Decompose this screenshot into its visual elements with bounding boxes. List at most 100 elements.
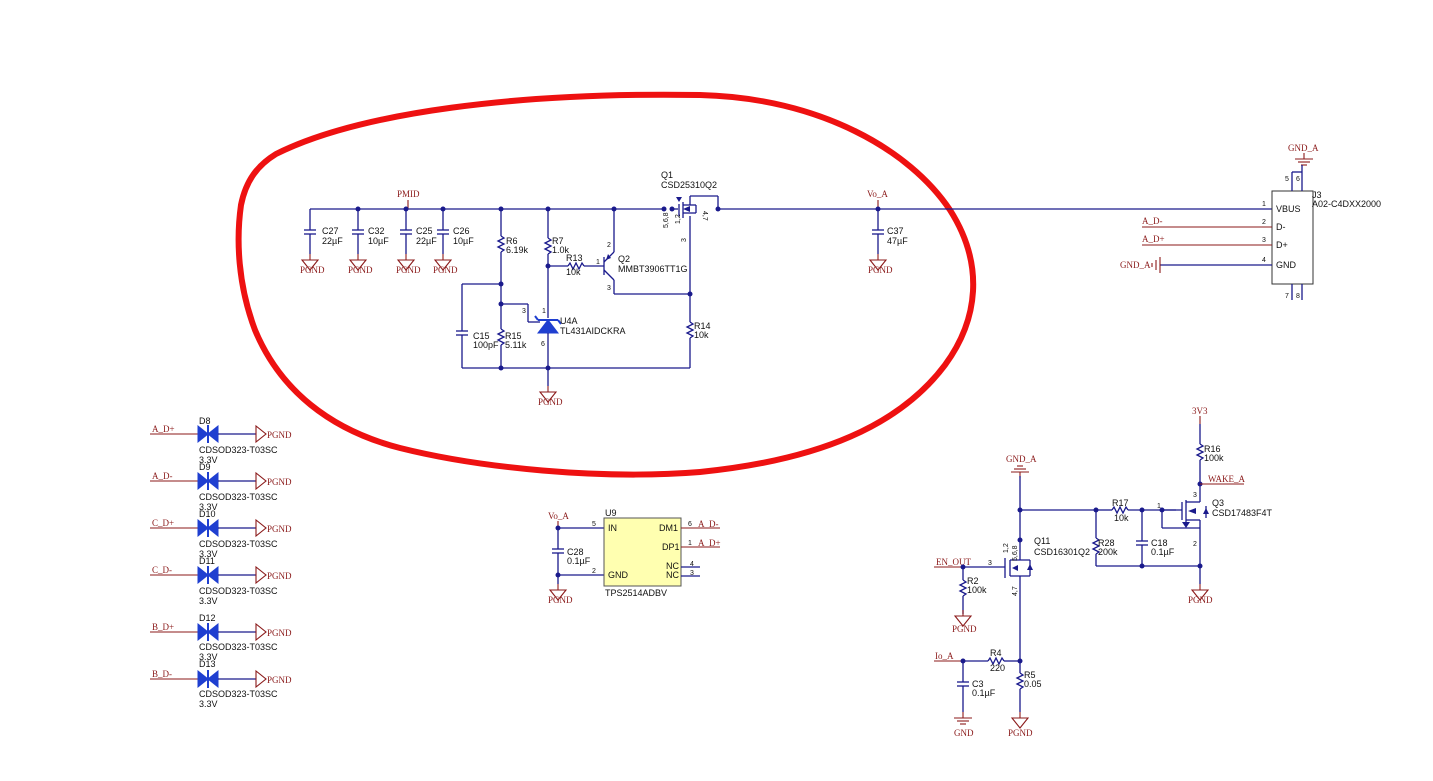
svg-text:0.05: 0.05	[1024, 679, 1042, 689]
svg-text:R5: R5	[1024, 670, 1036, 680]
svg-text:100k: 100k	[967, 585, 987, 595]
svg-text:R4: R4	[990, 648, 1002, 658]
svg-text:3: 3	[1262, 237, 1266, 244]
svg-text:4,7: 4,7	[1012, 586, 1019, 596]
svg-text:8: 8	[1296, 293, 1300, 300]
svg-text:3: 3	[690, 570, 694, 577]
svg-text:R17: R17	[1112, 498, 1129, 508]
svg-text:5.11k: 5.11k	[505, 340, 527, 350]
svg-text:C_D+: C_D+	[152, 518, 174, 528]
svg-text:A_D+: A_D+	[152, 424, 175, 434]
svg-text:C3: C3	[972, 679, 984, 689]
svg-text:NC: NC	[666, 561, 679, 571]
svg-text:22µF: 22µF	[416, 236, 437, 246]
svg-text:3.3V: 3.3V	[199, 699, 218, 709]
svg-text:PGND: PGND	[868, 265, 893, 275]
svg-text:Q1: Q1	[661, 170, 673, 180]
svg-text:1,2: 1,2	[1003, 543, 1010, 553]
svg-text:10µF: 10µF	[453, 236, 474, 246]
svg-text:CDSOD323-T03SC: CDSOD323-T03SC	[199, 492, 278, 502]
svg-text:A_D+: A_D+	[698, 538, 721, 548]
svg-text:6.19k: 6.19k	[506, 245, 529, 255]
svg-text:B_D+: B_D+	[152, 622, 174, 632]
svg-text:CSD17483F4T: CSD17483F4T	[1212, 508, 1273, 518]
svg-text:PGND: PGND	[267, 430, 292, 440]
svg-text:PGND: PGND	[1008, 728, 1033, 738]
svg-text:D+: D+	[1276, 240, 1288, 250]
svg-text:CDSOD323-T03SC: CDSOD323-T03SC	[199, 586, 278, 596]
svg-text:0.1µF: 0.1µF	[1151, 547, 1175, 557]
svg-text:1,2: 1,2	[675, 214, 682, 224]
svg-text:3: 3	[1193, 492, 1197, 499]
svg-text:PGND: PGND	[267, 675, 292, 685]
svg-text:TL431AIDCKRA: TL431AIDCKRA	[560, 326, 626, 336]
svg-text:CSD25310Q2: CSD25310Q2	[661, 180, 717, 190]
svg-text:WAKE_A: WAKE_A	[1208, 474, 1245, 484]
svg-text:GND_A: GND_A	[1120, 260, 1151, 270]
svg-text:C27: C27	[322, 226, 339, 236]
svg-text:5: 5	[1285, 176, 1289, 183]
svg-text:4,7: 4,7	[701, 211, 708, 221]
svg-text:10k: 10k	[694, 330, 709, 340]
svg-text:10k: 10k	[566, 267, 581, 277]
resistor-r5: R50.05 PGND	[1008, 661, 1042, 738]
svg-text:D11: D11	[199, 556, 215, 566]
svg-text:R14: R14	[694, 321, 711, 331]
svg-text:GND_A: GND_A	[1288, 143, 1319, 153]
svg-text:4: 4	[1262, 257, 1266, 264]
svg-text:3.3V: 3.3V	[199, 596, 218, 606]
svg-text:D9: D9	[199, 462, 211, 472]
svg-text:R28: R28	[1098, 538, 1115, 548]
svg-text:CDSOD323-T03SC: CDSOD323-T03SC	[199, 445, 278, 455]
svg-text:C28: C28	[567, 547, 584, 557]
svg-text:GND: GND	[608, 570, 629, 580]
svg-text:1: 1	[1262, 201, 1266, 208]
svg-text:A_D-: A_D-	[1142, 216, 1163, 226]
svg-text:R6: R6	[506, 236, 518, 246]
svg-text:3.3V: 3.3V	[199, 652, 218, 662]
svg-text:U9: U9	[605, 508, 617, 518]
svg-text:0.1µF: 0.1µF	[972, 688, 996, 698]
svg-text:3: 3	[607, 285, 611, 292]
svg-text:1.0k: 1.0k	[552, 245, 570, 255]
svg-text:R2: R2	[967, 576, 979, 586]
svg-text:1: 1	[688, 540, 692, 547]
svg-text:NC: NC	[666, 570, 679, 580]
svg-text:GND: GND	[1276, 260, 1297, 270]
svg-text:C37: C37	[887, 226, 904, 236]
svg-text:PGND: PGND	[267, 477, 292, 487]
svg-text:10µF: 10µF	[368, 236, 389, 246]
shunt-regulator-u4a: 1 3 6 U4A TL431AIDCKRA PGND	[501, 266, 626, 407]
svg-text:PGND: PGND	[433, 265, 458, 275]
svg-text:PGND: PGND	[952, 624, 977, 634]
svg-text:C18: C18	[1151, 538, 1168, 548]
connector-j3: J3 A02-C4DXX2000 GND_A 5 6 7 8 VBUS 1 D-…	[1120, 143, 1381, 300]
svg-text:DM1: DM1	[659, 523, 678, 533]
ic-u9: Vo_A C28 0.1µF PGND U9 TPS2514ADBV IN 5 …	[548, 508, 721, 605]
svg-text:B_D-: B_D-	[152, 669, 172, 679]
svg-text:47µF: 47µF	[887, 236, 908, 246]
esd-diode-d11: C_D- PGND D11 CDSOD323-T03SC 3.3V	[150, 556, 292, 606]
svg-text:2: 2	[592, 568, 596, 575]
svg-text:GND: GND	[954, 728, 974, 738]
esd-diode-d13: B_D- PGND D13 CDSOD323-T03SC 3.3V	[150, 659, 292, 709]
svg-text:DP1: DP1	[662, 542, 680, 552]
svg-text:100k: 100k	[1204, 453, 1224, 463]
svg-text:C32: C32	[368, 226, 385, 236]
svg-text:6: 6	[541, 341, 545, 348]
net-label-vo-a: Vo_A	[867, 189, 888, 199]
svg-text:R13: R13	[566, 253, 583, 263]
svg-text:Q2: Q2	[618, 254, 630, 264]
annotation-circle	[235, 91, 977, 478]
